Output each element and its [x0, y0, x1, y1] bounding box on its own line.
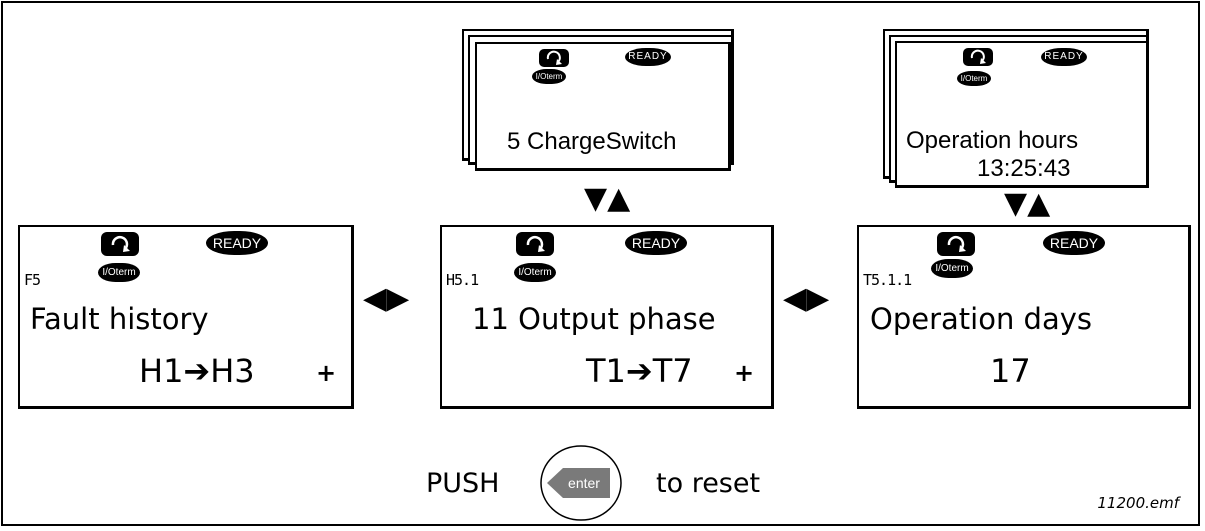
- rotate-icon: [101, 232, 139, 256]
- menu-code: H5.1: [446, 271, 479, 289]
- ready-badge: READY: [206, 231, 268, 255]
- rotate-icon: [937, 232, 975, 256]
- sub-screen-line1: Operation hours: [906, 127, 1079, 154]
- screen-output-phase: I/Oterm READY H5.1 11 Output phase T1➔T7…: [440, 225, 774, 409]
- menu-title: 11 Output phase: [472, 302, 716, 336]
- menu-range: T1➔T7: [586, 352, 693, 390]
- ready-badge: READY: [625, 231, 687, 255]
- push-label: PUSH: [426, 468, 500, 499]
- ready-badge: READY: [625, 48, 671, 66]
- left-right-arrow-icon: ◀▶: [783, 281, 830, 316]
- io-term-badge: I/Oterm: [957, 71, 991, 86]
- menu-code: F5: [24, 271, 41, 289]
- io-term-badge: I/Oterm: [98, 263, 140, 282]
- sub-screen-line1: 5 ChargeSwitch: [507, 128, 677, 155]
- menu-title: Operation days: [870, 302, 1092, 336]
- screen-fault-history: I/Oterm READY F5 Fault history H1➔H3 +: [18, 225, 354, 409]
- down-up-arrow-icon: ▼▲: [584, 181, 631, 216]
- plus-indicator: +: [316, 359, 337, 387]
- ready-badge: READY: [1041, 48, 1087, 66]
- menu-range: H1➔H3: [139, 352, 255, 390]
- down-up-arrow-icon: ▼▲: [1004, 186, 1051, 221]
- rotate-icon: [963, 48, 993, 66]
- rotate-icon: [516, 232, 554, 256]
- rotate-icon: [539, 49, 569, 67]
- enter-button-icon[interactable]: enter: [537, 442, 625, 524]
- sub-screen-operation-hours: I/Oterm READY Operation hours 13:25:43: [895, 41, 1149, 188]
- sub-screen-charge-switch: I/Oterm READY 5 ChargeSwitch: [475, 42, 731, 171]
- menu-code: T5.1.1: [863, 271, 912, 289]
- figure-filename: 11200.emf: [1097, 494, 1179, 512]
- left-right-arrow-icon: ◀▶: [363, 281, 410, 316]
- io-term-badge: I/Oterm: [532, 69, 566, 84]
- io-term-badge: I/Oterm: [514, 263, 556, 282]
- menu-title: Fault history: [30, 302, 209, 336]
- io-term-badge: I/Oterm: [931, 259, 973, 278]
- reset-label: to reset: [656, 468, 761, 499]
- sub-screen-line2: 13:25:43: [977, 155, 1071, 182]
- plus-indicator: +: [734, 359, 755, 387]
- ready-badge: READY: [1043, 231, 1105, 255]
- enter-button-label: enter: [568, 475, 600, 491]
- screen-operation-days: I/Oterm READY T5.1.1 Operation days 17: [857, 225, 1191, 409]
- menu-value: 17: [990, 352, 1031, 390]
